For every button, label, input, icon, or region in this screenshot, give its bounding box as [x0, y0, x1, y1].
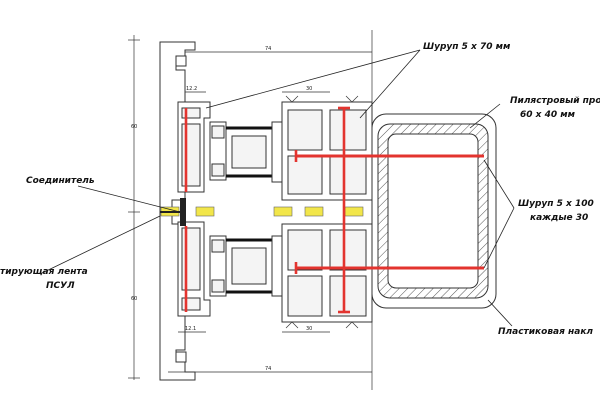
dim-left-lower: 60	[131, 296, 137, 302]
connector	[160, 198, 186, 226]
label-tape-1: тирующая лента	[0, 267, 88, 277]
dim-top-width: 74	[265, 46, 271, 52]
label-plastic-cover: Пластиковая накл	[498, 327, 593, 337]
label-tape-2: ПСУЛ	[46, 281, 75, 291]
label-pilaster-2: 60 х 40 мм	[520, 110, 576, 120]
dim-top-sash: 12.2	[186, 86, 197, 92]
upper-glazing	[225, 121, 283, 183]
tape-piece	[195, 206, 215, 217]
lower-mullion-profile	[281, 223, 373, 329]
upper-mullion-profile	[281, 95, 373, 201]
label-pilaster-1: Пилястровый про	[510, 96, 600, 106]
tape-piece	[304, 206, 324, 217]
label-screw-right-2: каждые 30	[530, 213, 588, 223]
bottom-dimensions: 12.1 30 74	[168, 326, 372, 373]
left-dimensions: 60 60	[128, 35, 140, 380]
label-screw-top: Шуруп 5 x 70 мм	[423, 42, 511, 52]
pilaster-profile	[371, 113, 497, 309]
tape-piece	[273, 206, 293, 217]
tape-piece	[344, 206, 364, 217]
dim-bottom-width: 74	[265, 366, 271, 372]
screws	[184, 106, 484, 314]
dim-top-right: 30	[306, 86, 312, 92]
dim-bottom-sash: 12.1	[185, 326, 196, 332]
lower-glazing	[225, 235, 283, 297]
dim-bottom-right: 30	[306, 326, 312, 332]
label-connector: Соединитель	[26, 176, 95, 186]
dim-left-upper: 60	[131, 124, 137, 130]
label-screw-right-1: Шуруп 5 x 100	[518, 199, 594, 209]
sealing-tapes	[160, 206, 364, 217]
leader-lines	[39, 49, 515, 327]
